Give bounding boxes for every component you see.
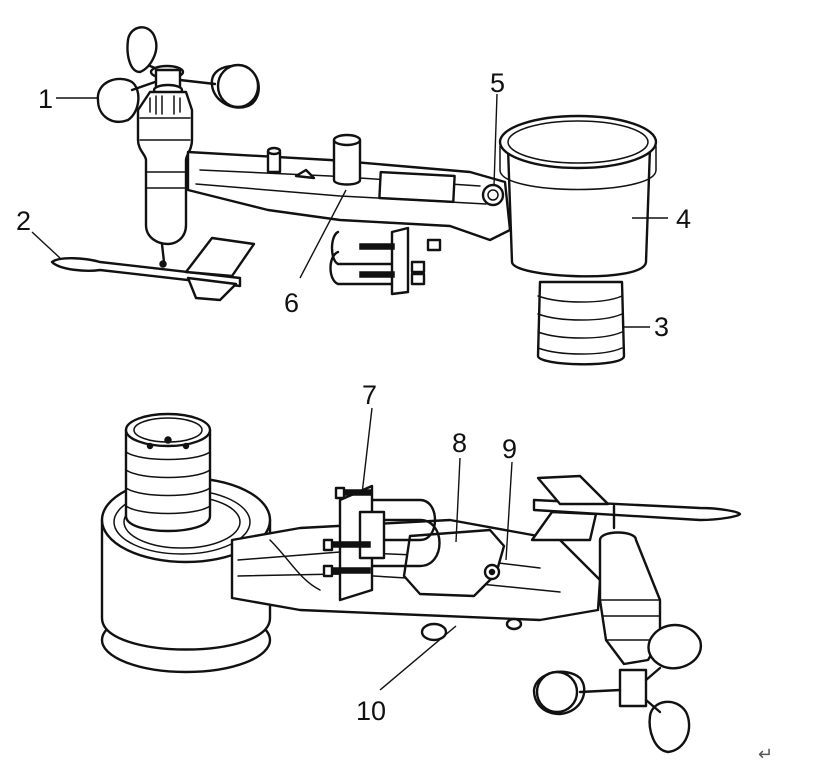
- callout-8: 8: [452, 428, 467, 458]
- callout-1: 1: [38, 84, 53, 114]
- bubble-level-icon: [481, 183, 505, 207]
- callout-7: 7: [362, 380, 377, 410]
- light-sensor-tube-icon: [332, 133, 362, 186]
- weather-station-bottom-view: [100, 407, 742, 754]
- u-bolt-bracket-icon: [322, 484, 441, 602]
- anemometer-bottom-icon: [532, 531, 703, 754]
- callout-3: 3: [654, 312, 669, 342]
- rain-gauge-icon: [498, 114, 658, 278]
- callout-4: 4: [676, 204, 691, 234]
- anemometer-body-icon: [136, 90, 194, 268]
- mounting-bracket-icon: [329, 226, 442, 296]
- callout-6: 6: [284, 288, 299, 318]
- callout-10: 10: [356, 696, 386, 726]
- weather-station-top-view: [31, 26, 668, 366]
- main-arm-icon: [186, 146, 512, 242]
- return-mark: ↵: [758, 744, 773, 764]
- callout-5: 5: [490, 68, 505, 98]
- radiation-shield-icon: [536, 280, 626, 366]
- wind-vane-bottom-icon: [530, 474, 742, 542]
- callout-2: 2: [16, 206, 31, 236]
- shield-stack-icon: [124, 412, 212, 533]
- wind-vane-icon: [50, 236, 256, 302]
- callout-9: 9: [502, 434, 517, 464]
- battery-cover-icon: [402, 528, 506, 598]
